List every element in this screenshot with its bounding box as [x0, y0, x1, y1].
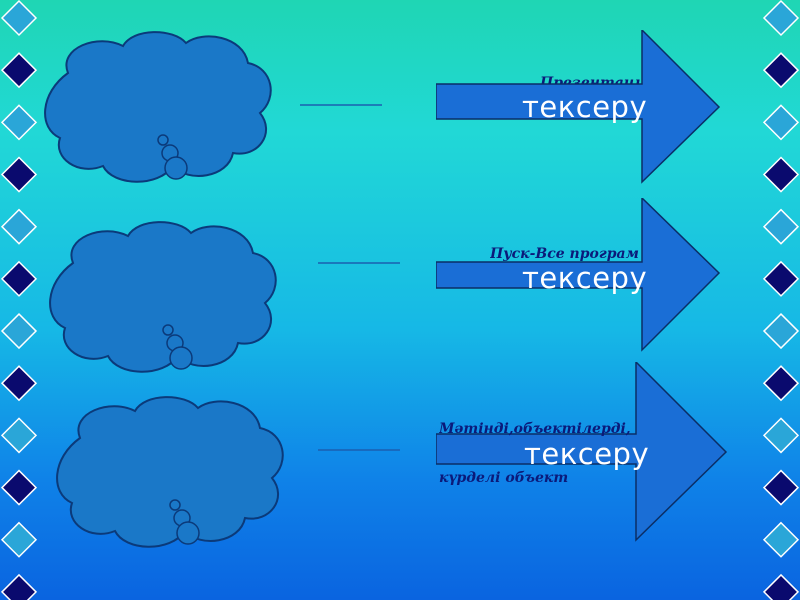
cloud-shape — [49, 221, 277, 373]
border-diamond — [0, 469, 38, 506]
check-arrow-button-1[interactable]: тексеру — [436, 30, 722, 184]
answer-text-3-line-2: күрделі объект — [439, 470, 569, 486]
border-diamond — [0, 208, 38, 245]
connector-line-3 — [318, 449, 403, 451]
border-diamond — [762, 52, 800, 89]
border-diamond — [762, 104, 800, 141]
border-diamond — [0, 0, 38, 37]
border-diamond — [0, 104, 38, 141]
border-diamond — [0, 365, 38, 402]
border-diamond — [0, 156, 38, 193]
border-diamond — [0, 52, 38, 89]
answer-text-3: Мәтінді,объектілерді, — [439, 421, 631, 437]
border-diamond — [762, 469, 800, 506]
border-diamond — [0, 521, 38, 558]
check-arrow-button-2[interactable]: тексеру — [436, 198, 722, 352]
border-diamond — [762, 521, 800, 558]
check-button-label: тексеру — [524, 437, 650, 471]
border-diamond — [0, 417, 38, 454]
left-diamond-border — [0, 0, 38, 600]
border-diamond — [0, 260, 38, 297]
border-diamond — [0, 312, 38, 350]
border-diamond — [762, 312, 800, 350]
connector-line-2 — [318, 262, 403, 264]
border-diamond — [762, 0, 800, 37]
answer-text-2: Пуск-Все програм — [490, 246, 639, 262]
border-diamond — [762, 417, 800, 454]
check-arrow-button-3[interactable]: тексеру — [436, 362, 728, 542]
check-button-label: тексеру — [522, 261, 648, 295]
connector-line-1 — [300, 104, 385, 106]
thought-cloud-3[interactable] — [50, 393, 290, 553]
thought-cloud-1[interactable] — [38, 28, 278, 188]
border-diamond — [762, 573, 800, 600]
thought-cloud-2[interactable] — [43, 218, 283, 378]
cloud-shape — [56, 396, 284, 548]
check-button-label: тексеру — [522, 90, 648, 124]
border-diamond — [762, 365, 800, 402]
border-diamond — [762, 260, 800, 297]
border-diamond — [762, 156, 800, 193]
cloud-shape — [44, 31, 272, 183]
border-diamond — [0, 573, 38, 600]
border-diamond — [762, 208, 800, 245]
right-diamond-border — [762, 0, 800, 600]
